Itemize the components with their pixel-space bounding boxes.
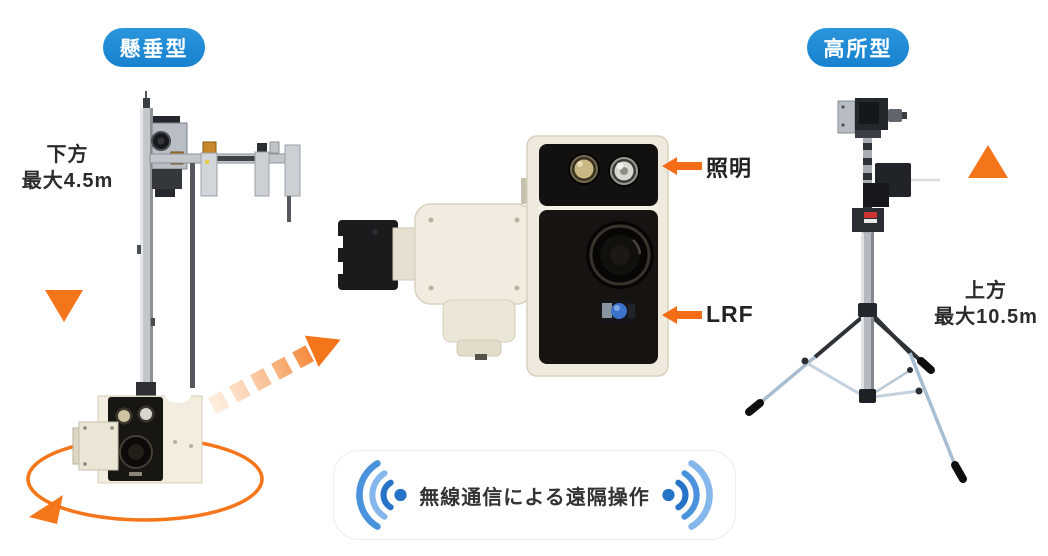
wireless-caption-panel: 無線通信による遠隔操作 [333, 450, 736, 540]
rotation-arrowhead-icon [29, 495, 63, 524]
left-arrow-icon [662, 306, 702, 324]
right-range-label: 最大10.5m [934, 306, 1038, 329]
down-arrow-icon [45, 220, 83, 322]
tripod-unit-illustration [745, 98, 967, 483]
lrf-callout-label: LRF [706, 301, 754, 327]
left-direction-label: 下方 [46, 144, 89, 166]
right-measure-text: 上方 最大10.5m [926, 278, 1046, 331]
diagonal-arrow-icon [207, 335, 341, 414]
illumination-callout-label: 照明 [706, 156, 753, 181]
left-arrow-icon [662, 157, 702, 175]
up-arrow-icon [968, 145, 1008, 263]
left-measure-text: 下方 最大4.5m [10, 142, 125, 195]
suspended-unit-illustration [26, 91, 301, 524]
wireless-signal-right-icon [662, 460, 713, 530]
wireless-signal-left-icon [356, 460, 407, 530]
right-direction-label: 上方 [965, 280, 1007, 302]
camera-closeup-illustration [335, 135, 669, 377]
left-range-label: 最大4.5m [21, 170, 114, 193]
wireless-caption-label: 無線通信による遠隔操作 [419, 486, 650, 509]
label-elevated-type: 高所型 [807, 28, 909, 67]
label-suspended-type: 懸垂型 [103, 28, 205, 67]
